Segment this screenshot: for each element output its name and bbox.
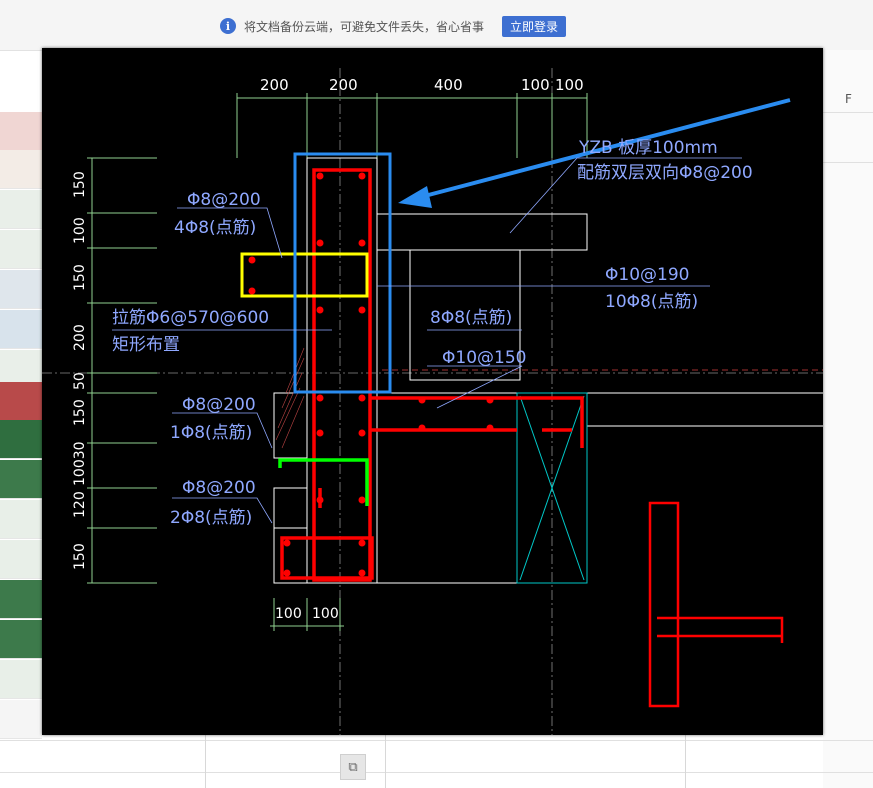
row-band bbox=[0, 620, 42, 659]
left-dim-5: 50 bbox=[72, 372, 88, 390]
left-dim-6: 150 bbox=[72, 399, 88, 426]
bottom-dim-2: 100 bbox=[312, 606, 339, 622]
center-lines bbox=[42, 68, 823, 735]
rebar-detail bbox=[648, 501, 784, 708]
rebar-main bbox=[280, 168, 584, 582]
row-band bbox=[0, 112, 42, 151]
label-top-left-2: 4Φ8(点筋) bbox=[174, 218, 256, 238]
label-left3-2: 2Φ8(点筋) bbox=[170, 508, 252, 528]
label-right-1: Φ10@190 bbox=[605, 265, 689, 285]
label-left2-1: Φ8@200 bbox=[182, 395, 256, 415]
column-header-f[interactable]: F bbox=[845, 92, 852, 106]
label-left2-2: 1Φ8(点筋) bbox=[170, 423, 252, 443]
notice-message: 将文档备份云端，可避免文件丢失，省心省事 bbox=[244, 19, 485, 34]
hatching bbox=[275, 347, 305, 449]
grid-line bbox=[205, 735, 206, 788]
grid-line bbox=[0, 740, 873, 741]
blue-arrow bbox=[398, 98, 791, 208]
top-dimension-line bbox=[236, 93, 588, 158]
left-dim-3: 150 bbox=[72, 264, 88, 291]
row-band bbox=[0, 190, 42, 229]
sheet-right-area bbox=[823, 50, 873, 788]
label-mid-2: Φ10@150 bbox=[442, 348, 526, 368]
label-tie-2: 矩形布置 bbox=[112, 335, 180, 355]
left-dim-4: 200 bbox=[72, 324, 88, 351]
left-dim-8: 120 bbox=[72, 491, 88, 518]
row-band bbox=[0, 150, 42, 189]
top-dim-5: 100 bbox=[555, 76, 584, 94]
left-dimension-line bbox=[87, 157, 157, 584]
row-band bbox=[0, 500, 42, 539]
label-left3-1: Φ8@200 bbox=[182, 478, 256, 498]
cad-drawing-image: 200 200 400 100 100 150 100 150 200 50 bbox=[42, 48, 823, 735]
leader-lines bbox=[112, 157, 742, 524]
label-mid-1: 8Φ8(点筋) bbox=[430, 308, 512, 328]
label-yzb-1: YZB 板厚100mm bbox=[578, 138, 718, 158]
row-band bbox=[0, 580, 42, 619]
green-rebar bbox=[278, 458, 369, 506]
left-dim-1: 150 bbox=[72, 171, 88, 198]
label-right-2: 10Φ8(点筋) bbox=[605, 292, 698, 312]
row-band bbox=[0, 230, 42, 269]
bottom-dim-1: 100 bbox=[275, 606, 302, 622]
left-dim-7: 10030 bbox=[72, 441, 88, 486]
highlight-box bbox=[293, 152, 392, 394]
info-icon: i bbox=[220, 18, 236, 34]
copy-icon[interactable]: ⧉ bbox=[340, 754, 366, 780]
row-band bbox=[0, 270, 42, 309]
backup-notice: i 将文档备份云端，可避免文件丢失，省心省事 立即登录 bbox=[220, 15, 567, 37]
rebar-dots bbox=[248, 172, 494, 577]
top-dim-4: 100 bbox=[521, 76, 550, 94]
row-band bbox=[0, 460, 42, 499]
grid-line bbox=[385, 735, 386, 788]
yellow-beam-box bbox=[240, 252, 369, 298]
top-dim-3: 400 bbox=[434, 76, 463, 94]
cad-drawing-svg: 200 200 400 100 100 150 100 150 200 50 bbox=[42, 68, 823, 735]
top-dim-1: 200 bbox=[260, 76, 289, 94]
row-band bbox=[0, 382, 42, 421]
cyan-column bbox=[516, 392, 588, 584]
label-tie-1: 拉筋Φ6@570@600 bbox=[112, 308, 269, 328]
label-yzb-2: 配筋双层双向Φ8@200 bbox=[577, 163, 753, 183]
label-top-left-1: Φ8@200 bbox=[187, 190, 261, 210]
left-dim-2: 100 bbox=[72, 217, 88, 244]
bottom-dimension-line bbox=[270, 598, 344, 631]
row-band bbox=[0, 420, 42, 459]
grid-line bbox=[685, 735, 686, 788]
grid-line bbox=[0, 772, 873, 773]
row-band bbox=[0, 660, 42, 699]
top-dim-2: 200 bbox=[329, 76, 358, 94]
login-button[interactable]: 立即登录 bbox=[502, 15, 567, 37]
concrete-outlines bbox=[273, 157, 823, 584]
notice-bar: i 将文档备份云端，可避免文件丢失，省心省事 立即登录 bbox=[0, 0, 873, 51]
left-dim-9: 150 bbox=[72, 543, 88, 570]
row-band bbox=[0, 700, 42, 739]
row-band bbox=[0, 310, 42, 349]
row-band bbox=[0, 540, 42, 579]
